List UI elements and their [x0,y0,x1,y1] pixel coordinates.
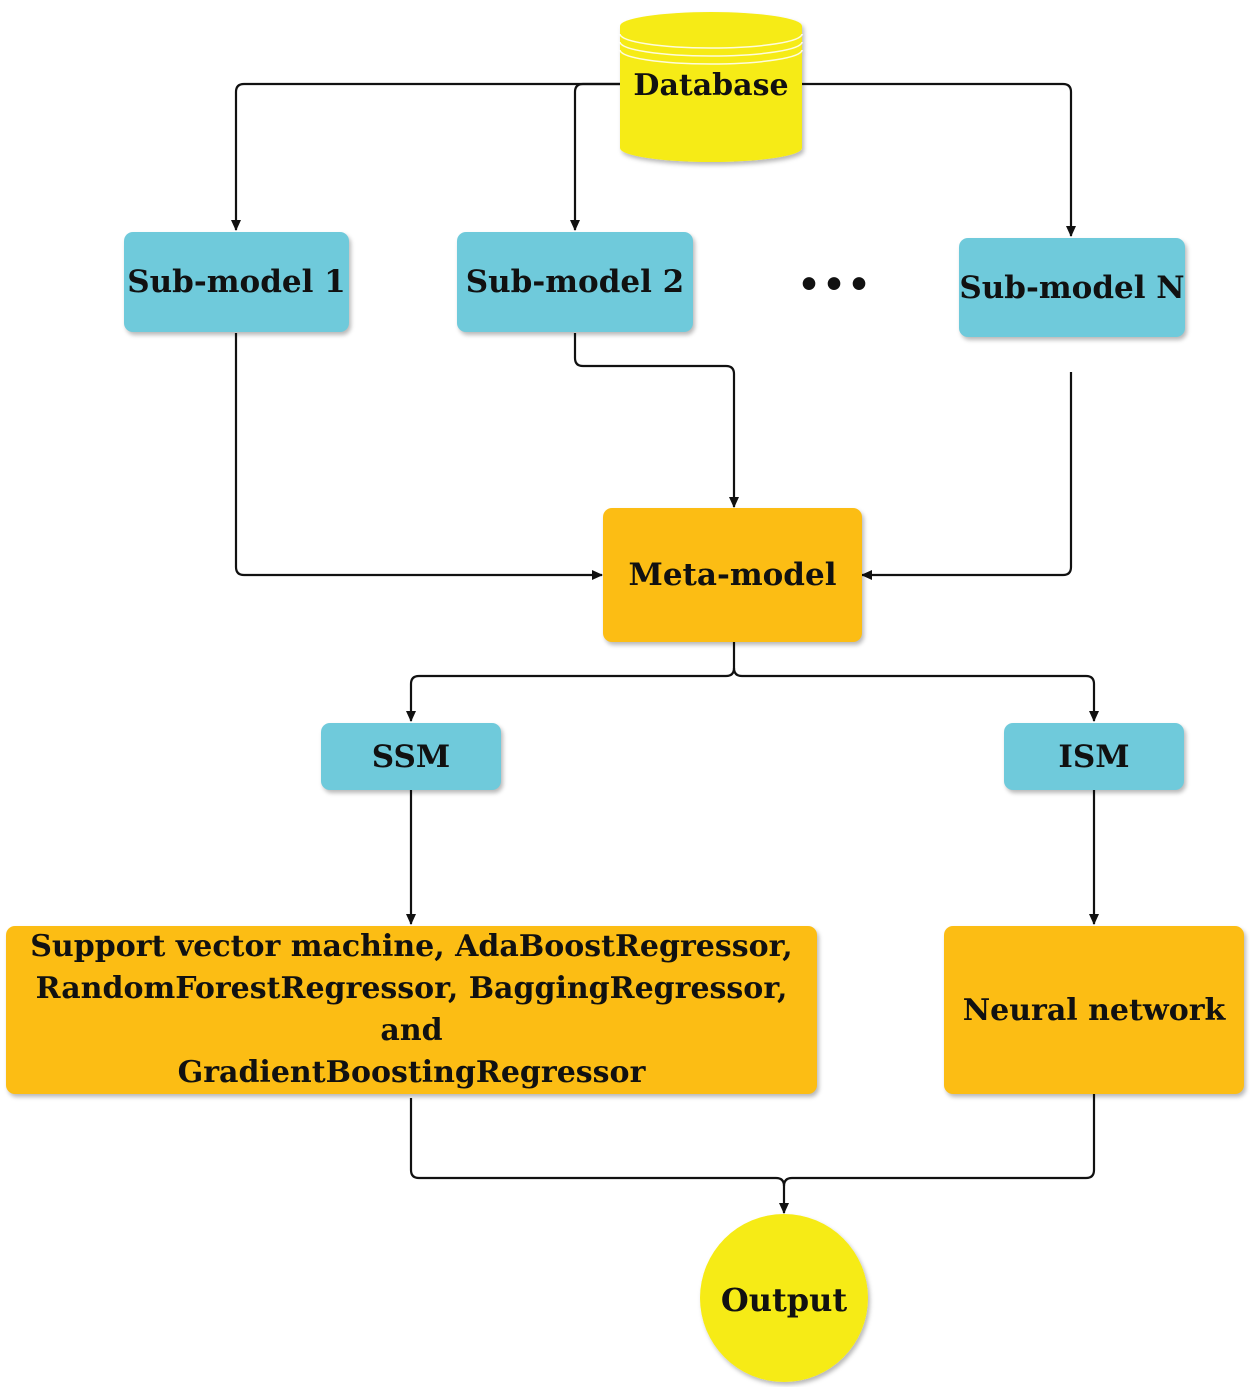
output-circle [700,1214,868,1382]
submodel-1-box: Sub-model 1 [124,232,349,332]
ssm-models-line-3: GradientBoostingRegressor [177,1055,646,1090]
ssm-models-line-2: RandomForestRegressor, BaggingRegressor,… [35,971,788,1048]
connector-submodel-n-meta [861,372,1073,580]
connector-submodel-1-meta [234,333,603,580]
submodel-2-box: Sub-model 2 [457,232,693,332]
meta-model-label: Meta-model [628,557,837,593]
submodel-n-box: Sub-model N [959,238,1185,337]
submodel-1-label: Sub-model 1 [127,264,346,300]
output-label: Output [720,1281,848,1319]
ism-model-box: Neural network [944,926,1244,1094]
submodel-n-label: Sub-model N [959,269,1185,306]
ssm-box: SSM [321,723,501,790]
database-cylinder [619,12,803,162]
ellipsis-more-submodels: ••• [797,264,873,306]
ssm-models-line-1: Support vector machine, AdaBoostRegresso… [30,929,793,964]
submodel-2-label: Sub-model 2 [465,264,685,300]
ism-model-label: Neural network [962,992,1226,1028]
connector-meta-ism [732,667,1099,722]
ism-box: ISM [1004,723,1184,790]
connector-db-submodel-2 [570,82,620,231]
ssm-label: SSM [371,738,451,775]
connector-ism-output [782,1094,1096,1187]
connector-db-submodel-1 [231,82,620,231]
connector-db-submodel-n [802,82,1076,237]
connector-submodel-2-meta [573,333,739,508]
ssm-models-box: Support vector machine, AdaBoostRegresso… [6,926,817,1094]
meta-model-box: Meta-model [603,508,862,642]
connector-ssm-output [409,1098,789,1214]
database-label: Database [633,67,789,103]
ism-label: ISM [1058,738,1130,775]
connector-meta-ssm [406,642,736,722]
